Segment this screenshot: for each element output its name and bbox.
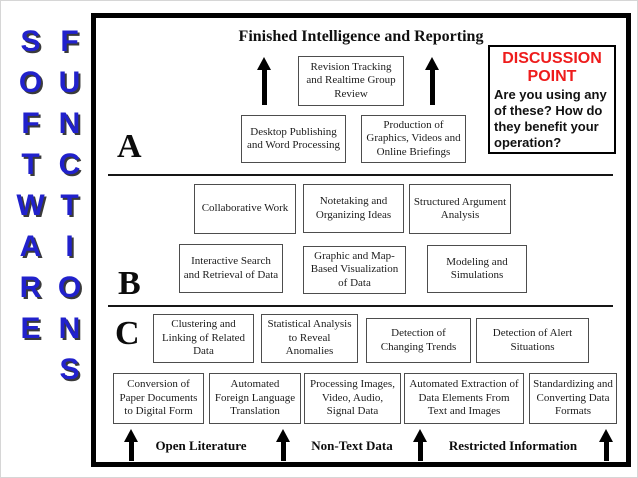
section-divider: [108, 174, 613, 176]
box-production-graphics: Production of Graphics, Videos and Onlin…: [361, 115, 466, 163]
banner-letter: E: [20, 312, 41, 345]
banner-letter: I: [65, 230, 74, 263]
box-detection-changing-trends: Detection of Changing Trends: [366, 318, 471, 363]
banner-row: W T: [11, 187, 91, 228]
banner-letter: O: [18, 66, 43, 99]
discussion-point-title: DISCUSSION POINT: [502, 50, 602, 85]
box-conversion-paper-documents: Conversion of Paper Documents to Digital…: [113, 373, 204, 424]
up-arrow-icon: [257, 57, 271, 105]
banner-letter: S: [59, 353, 80, 386]
banner-letter: O: [57, 271, 82, 304]
banner-letter: T: [21, 148, 40, 181]
banner-row: E N: [11, 310, 91, 351]
banner-row: O U: [11, 64, 91, 105]
banner-row: T C: [11, 146, 91, 187]
banner-letter: W: [16, 189, 45, 222]
discussion-point-body: Are you using any of these? How do they …: [494, 87, 607, 150]
section-divider: [108, 305, 613, 307]
diagram-content: Finished Intelligence and Reporting Revi…: [96, 18, 626, 462]
banner-letter: [11, 351, 50, 392]
box-detection-alert-situations: Detection of Alert Situations: [476, 318, 589, 363]
banner-row: S: [11, 351, 91, 392]
banner-row: F N: [11, 105, 91, 146]
box-statistical-analysis: Statistical Analysis to Reveal Anomalies: [261, 314, 358, 363]
box-standardizing-formats: Standardizing and Converting Data Format…: [529, 373, 617, 424]
banner-row: A I: [11, 228, 91, 269]
software-functions-banner: S F O U F N T C W T A I R O E N: [11, 23, 91, 392]
box-notetaking: Notetaking and Organizing Ideas: [303, 184, 404, 233]
banner-letter: U: [58, 66, 81, 99]
up-arrow-icon: [599, 429, 613, 461]
box-graphic-map-visualization: Graphic and Map-Based Visualization of D…: [303, 246, 406, 294]
up-arrow-icon: [276, 429, 290, 461]
banner-row: S F: [11, 23, 91, 64]
section-label-b: B: [118, 265, 141, 302]
up-arrow-icon: [124, 429, 138, 461]
box-desktop-publishing: Desktop Publishing and Word Processing: [241, 115, 346, 163]
box-structured-argument: Structured Argument Analysis: [409, 184, 511, 234]
section-label-a: A: [117, 128, 142, 165]
banner-letter: N: [58, 312, 81, 345]
banner-letter: C: [58, 148, 81, 181]
banner-letter: F: [60, 25, 79, 58]
box-automated-extraction: Automated Extraction of Data Elements Fr…: [404, 373, 524, 424]
banner-letter: T: [60, 189, 79, 222]
section-label-c: C: [115, 315, 140, 352]
input-label-non-text-data: Non-Text Data: [311, 438, 393, 453]
discussion-point-box: DISCUSSION POINT Are you using any of th…: [488, 45, 616, 154]
box-revision-tracking: Revision Tracking and Realtime Group Rev…: [298, 56, 404, 106]
box-collaborative-work: Collaborative Work: [194, 184, 296, 234]
input-label-open-literature: Open Literature: [155, 438, 247, 453]
up-arrow-icon: [425, 57, 439, 105]
diagram-panel: Finished Intelligence and Reporting Revi…: [91, 13, 631, 467]
box-interactive-search: Interactive Search and Retrieval of Data: [179, 244, 283, 293]
banner-letter: F: [21, 107, 40, 140]
box-processing-images-video: Processing Images, Video, Audio, Signal …: [304, 373, 401, 424]
box-foreign-language-translation: Automated Foreign Language Translation: [209, 373, 301, 424]
input-label-restricted-information: Restricted Information: [448, 438, 578, 453]
banner-letter: A: [19, 230, 42, 263]
banner-letter: S: [20, 25, 41, 58]
banner-letter: R: [19, 271, 42, 304]
diagram-title: Finished Intelligence and Reporting: [238, 28, 484, 45]
up-arrow-icon: [413, 429, 427, 461]
box-modeling-simulations: Modeling and Simulations: [427, 245, 527, 293]
banner-letter: N: [58, 107, 81, 140]
banner-row: R O: [11, 269, 91, 310]
box-clustering-linking: Clustering and Linking of Related Data: [153, 314, 254, 363]
